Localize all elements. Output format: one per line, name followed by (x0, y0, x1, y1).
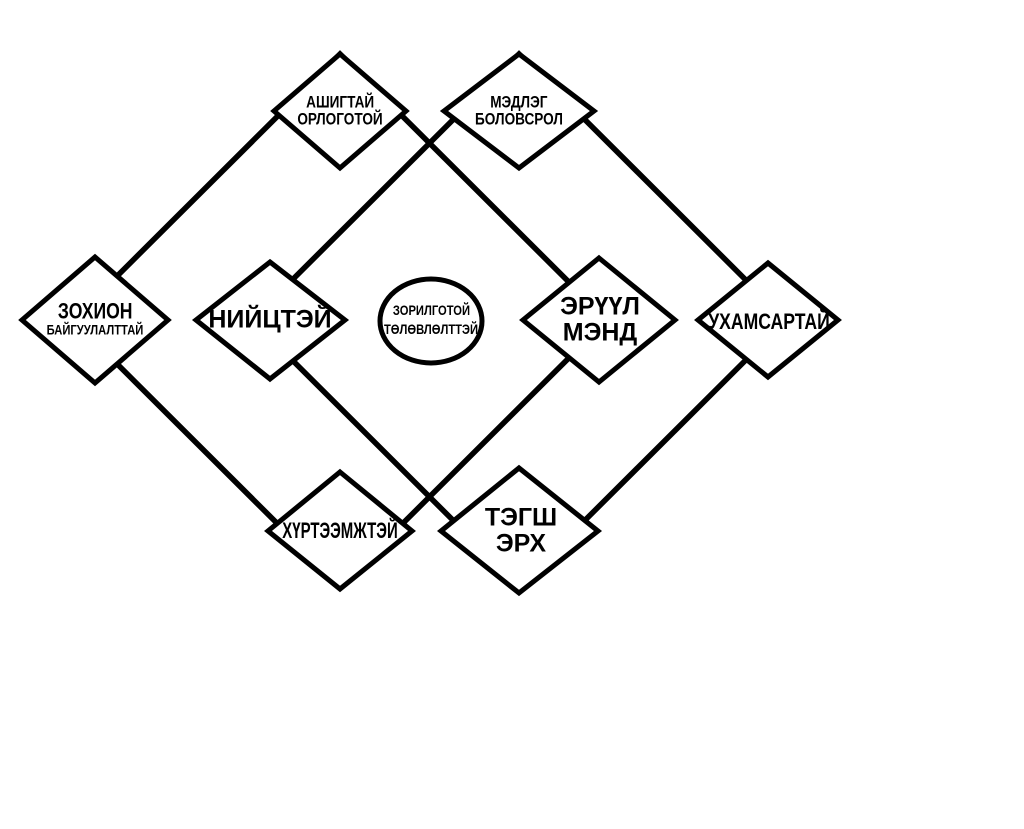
diamond-niitstei (191, 258, 350, 383)
diamond-ashigtai-orlogotoi (270, 50, 410, 172)
diamond-eruul-mend (519, 254, 679, 386)
diamond-khurteemjtei (264, 468, 416, 593)
diamond-tegsh-erkh (437, 464, 603, 597)
diamond-medleg-bolovsrol (439, 50, 599, 172)
ellipse-zorilgotoi-tolovloltteй (377, 276, 485, 366)
diamond-zokhion-baiguulalttai (18, 253, 172, 387)
diamond-ukhamsartai (694, 259, 842, 381)
